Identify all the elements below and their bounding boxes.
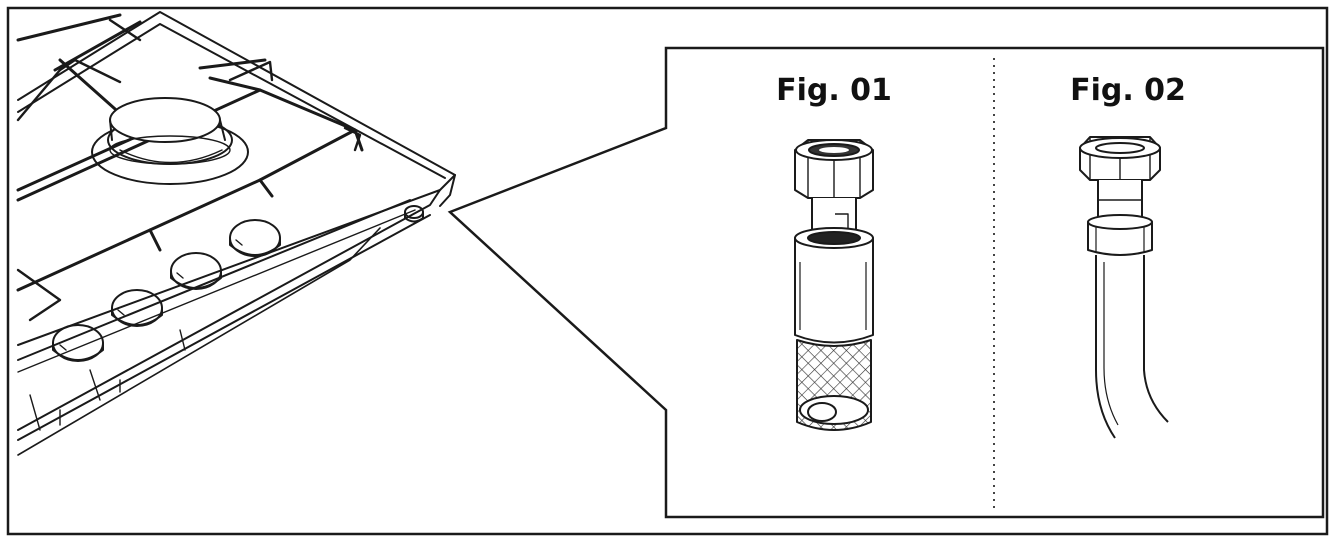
callout-pointer: [447, 46, 1325, 519]
fig-01-label: Fig. 01: [776, 73, 892, 108]
fig-02-label: Fig. 02: [1070, 73, 1186, 108]
knob-2: [111, 289, 163, 327]
hex-nut-icon: [1079, 136, 1161, 181]
rubber-hose-body: [1095, 255, 1169, 439]
outer-frame: [6, 6, 1329, 536]
knob-4: [229, 219, 281, 257]
knob-3: [170, 252, 222, 290]
control-knobs: [52, 219, 281, 362]
hob-top-surface: [17, 11, 456, 346]
hex-nut-icon: [794, 139, 874, 199]
knob-1: [52, 324, 104, 362]
gas-inlet-nozzle: [404, 205, 424, 223]
fig-01-braided-hose: [794, 139, 874, 431]
callout-box: [447, 46, 1325, 519]
hob-front-edge: [17, 189, 441, 431]
fig-02-rubber-hose: [1079, 136, 1169, 439]
burner: [91, 97, 249, 185]
hob-illustration: [16, 11, 456, 456]
